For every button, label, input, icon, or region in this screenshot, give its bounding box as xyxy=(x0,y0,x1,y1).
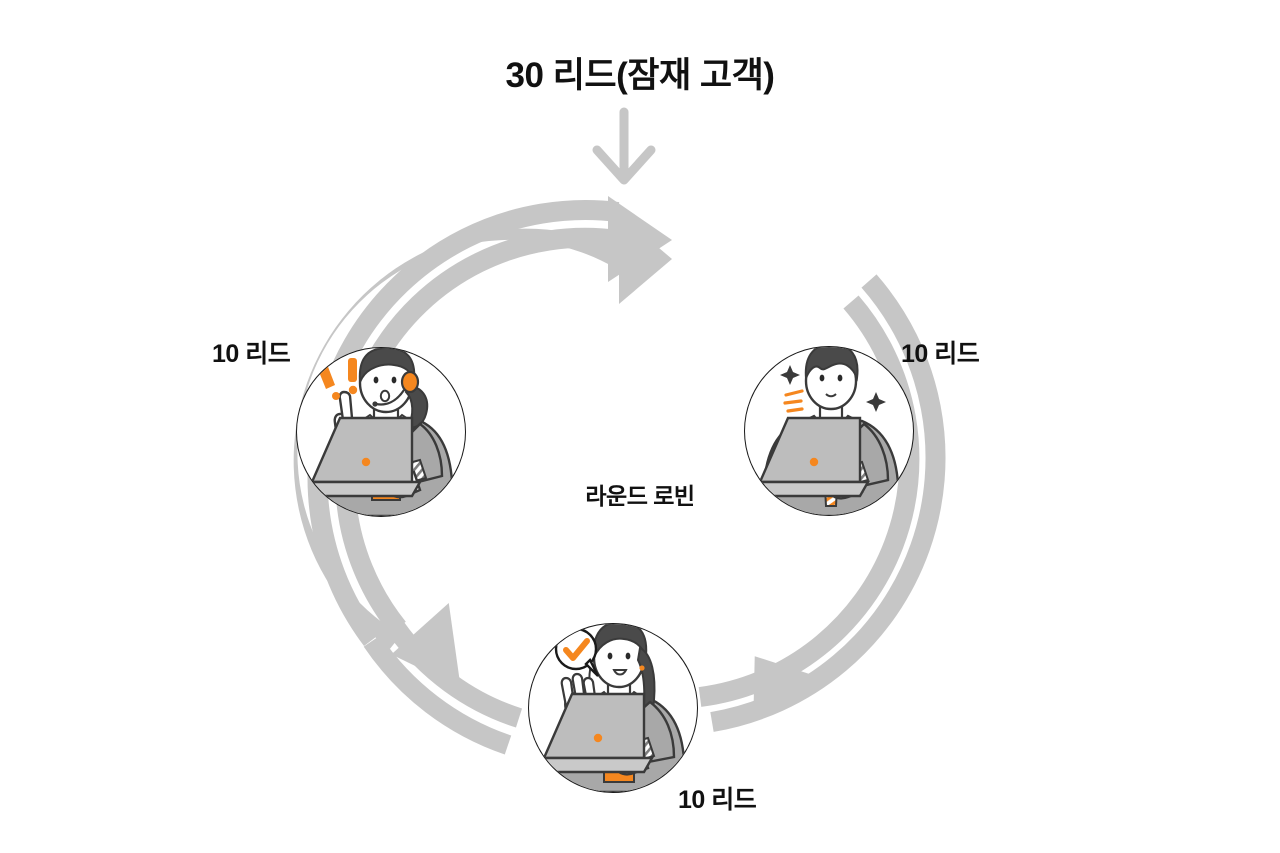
agent-right-illustration xyxy=(745,347,913,515)
node-label-agent-bottom: 10 리드 xyxy=(678,786,757,814)
node-agent-right[interactable] xyxy=(744,344,914,516)
page-title: 30 리드(잠재 고객) xyxy=(505,56,775,95)
node-label-agent-left: 10 리드 xyxy=(212,340,291,368)
inflow-down-arrow xyxy=(592,107,656,185)
node-label-agent-right: 10 리드 xyxy=(901,340,980,368)
center-label: 라운드 로빈 xyxy=(585,483,695,509)
node-agent-bottom[interactable] xyxy=(528,622,698,793)
arrow-bottom-right-band xyxy=(698,274,946,732)
agent-left-illustration xyxy=(297,348,465,516)
arrow-left-band xyxy=(363,602,523,755)
agent-bottom-illustration xyxy=(529,624,697,792)
node-agent-left[interactable] xyxy=(296,347,466,517)
